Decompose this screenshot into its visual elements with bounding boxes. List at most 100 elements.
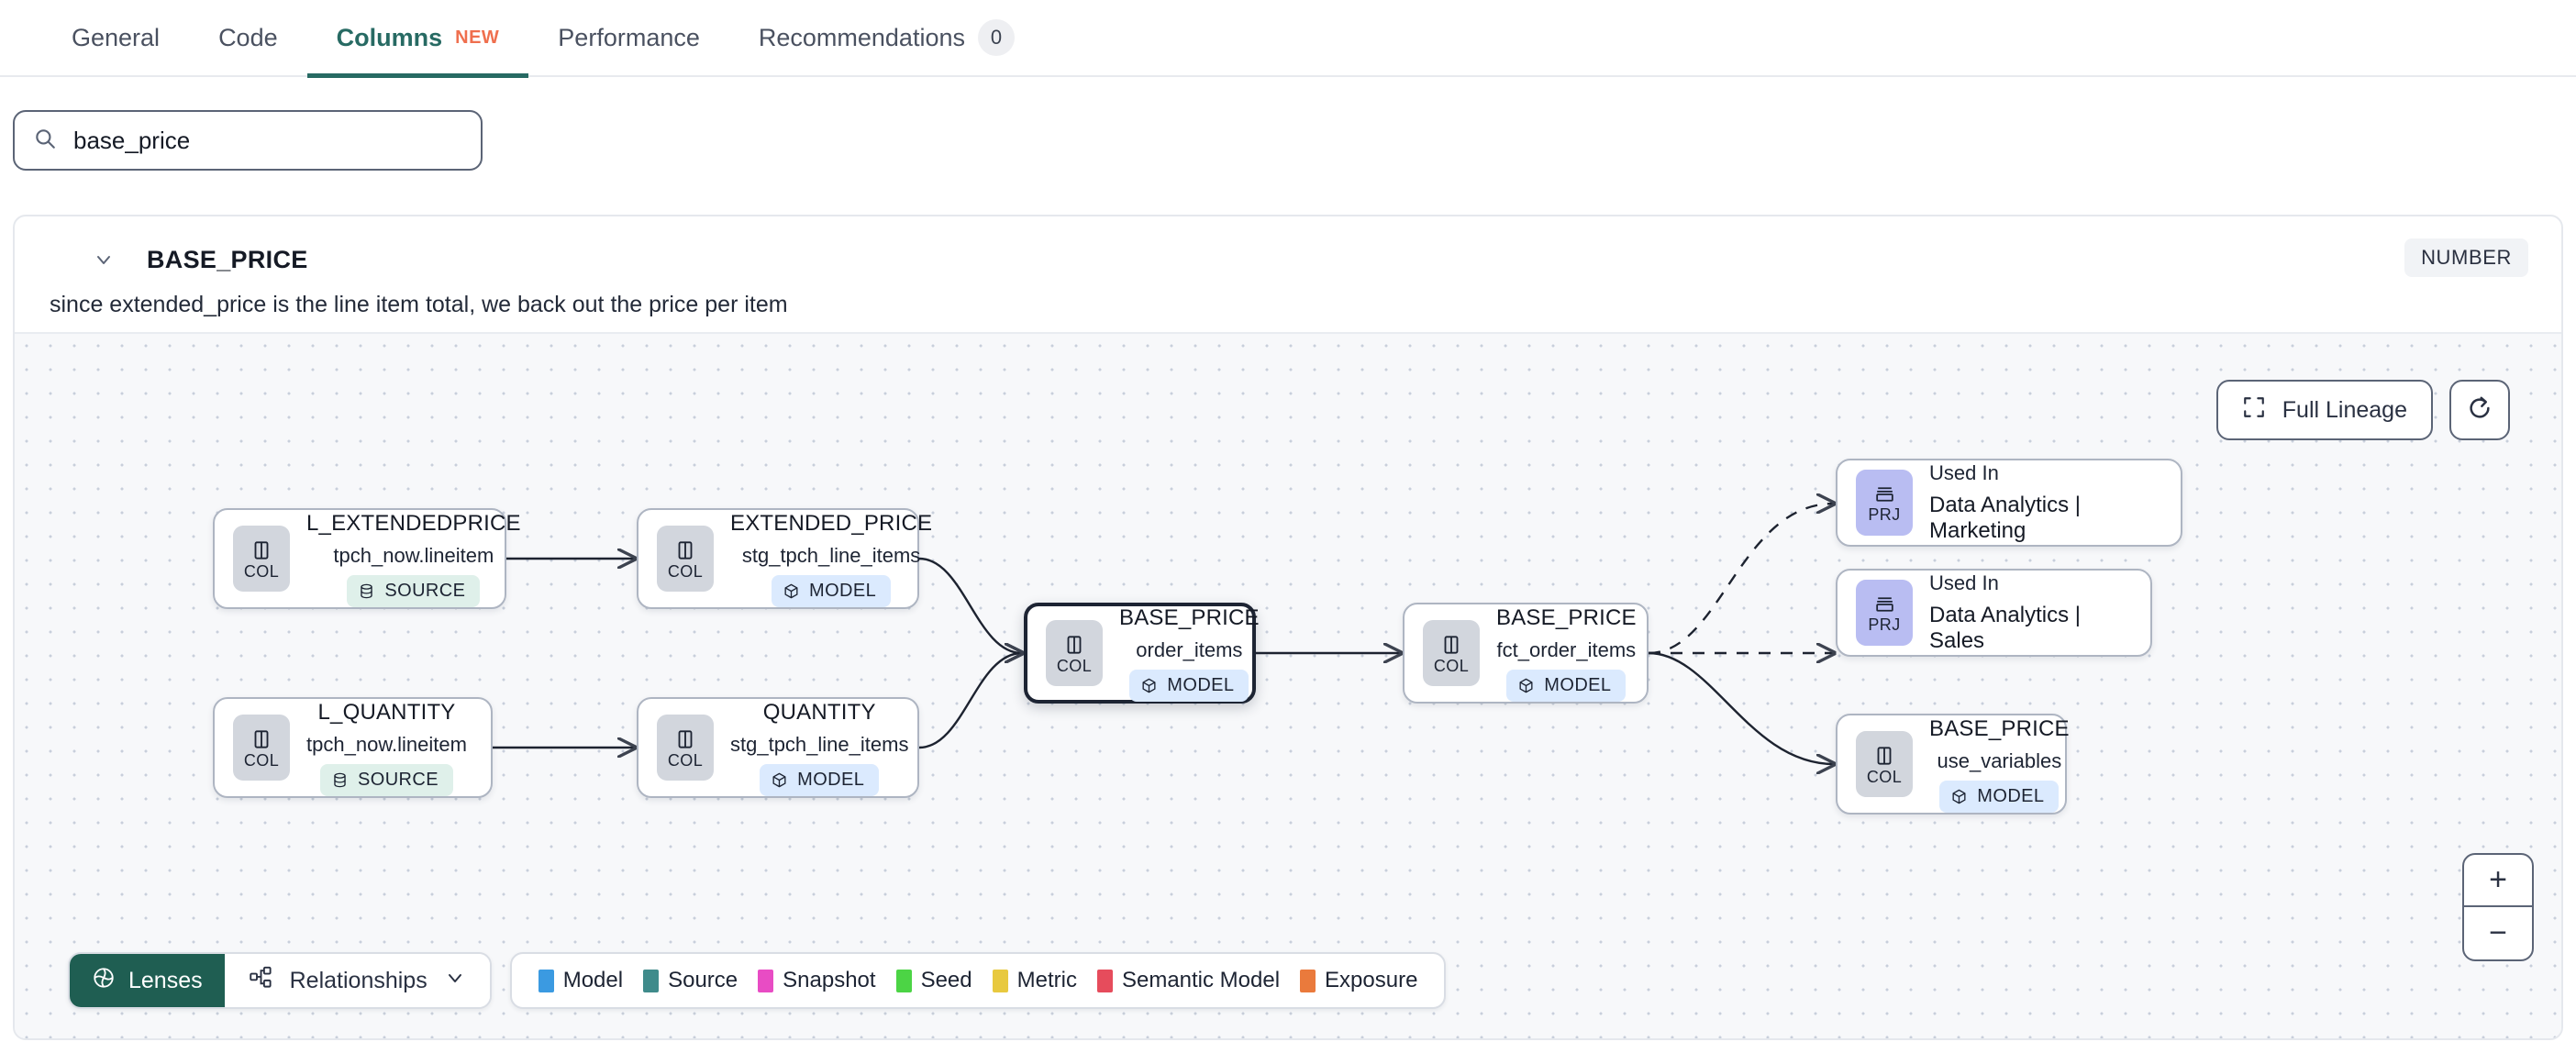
search-box[interactable] <box>13 110 483 171</box>
tab-general[interactable]: General <box>42 0 189 76</box>
legend-item-semantic-model[interactable]: Semantic Model <box>1087 968 1290 993</box>
full-lineage-button[interactable]: Full Lineage <box>2215 380 2433 440</box>
tab-bar: General Code Columns NEW Performance Rec… <box>0 0 2576 78</box>
tab-label: Columns <box>336 23 443 51</box>
node-subtitle: tpch_now.lineitem <box>333 543 494 567</box>
column-header: BASE_PRICE NUMBER since extended_price i… <box>15 216 2561 334</box>
cube-icon <box>1519 678 1533 693</box>
col-badge: COL <box>233 526 290 592</box>
legend-label: Seed <box>920 968 972 992</box>
lineage-node-base-price-fct-order-items[interactable]: COL BASE_PRICE fct_order_items MODEL <box>1403 603 1649 704</box>
refresh-icon <box>2466 394 2493 427</box>
legend-swatch <box>895 969 912 992</box>
node-tag-label: SOURCE <box>384 580 466 601</box>
search-input[interactable] <box>73 126 462 155</box>
node-kind-label: COL <box>667 561 704 581</box>
relationships-button[interactable]: Relationships <box>224 954 490 1007</box>
tab-columns[interactable]: Columns NEW <box>306 0 529 78</box>
lineage-node-base-price-use-variables[interactable]: COL BASE_PRICE use_variables MODEL <box>1836 714 2070 815</box>
legend-label: Exposure <box>1325 968 1418 992</box>
node-tag-model: MODEL <box>1506 669 1627 702</box>
lineage-legend: Model Source Snapshot Seed Metric <box>509 952 1447 1009</box>
lineage-node-extended-price[interactable]: COL EXTENDED_PRICE stg_tpch_line_items M… <box>637 508 932 609</box>
legend-swatch <box>1096 969 1113 992</box>
project-name: Data Analytics | Sales <box>1929 603 2081 653</box>
column-icon <box>678 729 693 748</box>
node-title: L_QUANTITY <box>317 699 456 725</box>
node-subtitle: use_variables <box>1937 748 2062 772</box>
node-body: L_QUANTITY tpch_now.lineitem SOURCE <box>290 700 491 796</box>
legend-item-model[interactable]: Model <box>528 968 633 993</box>
legend-swatch <box>758 969 774 992</box>
legend-label: Semantic Model <box>1121 968 1281 992</box>
lineage-node-project-sales[interactable]: PRJ Used In Data Analytics | Sales <box>1836 569 2152 657</box>
legend-label: Source <box>668 968 738 992</box>
legend-item-source[interactable]: Source <box>633 968 748 993</box>
prj-badge: PRJ <box>1856 580 1913 646</box>
tab-label: Performance <box>558 23 700 51</box>
legend-label: Snapshot <box>783 968 876 992</box>
node-title: BASE_PRICE <box>1929 715 2070 741</box>
recommendations-count-badge: 0 <box>978 19 1015 56</box>
lineage-node-quantity[interactable]: COL QUANTITY stg_tpch_line_items MODEL <box>637 697 919 798</box>
column-icon <box>254 729 269 748</box>
legend-item-snapshot[interactable]: Snapshot <box>748 968 885 993</box>
tab-label: General <box>72 23 161 51</box>
zoom-controls: + − <box>2462 853 2534 961</box>
cube-icon <box>784 583 798 598</box>
node-tag-model: MODEL <box>760 763 880 796</box>
lineage-node-l-extendedprice[interactable]: COL L_EXTENDEDPRICE tpch_now.lineitem SO… <box>213 508 521 609</box>
node-subtitle: stg_tpch_line_items <box>741 543 921 567</box>
node-body: QUANTITY stg_tpch_line_items MODEL <box>714 700 932 796</box>
col-badge: COL <box>1423 620 1480 686</box>
node-kind-label: COL <box>1866 767 1903 786</box>
prj-badge: PRJ <box>1856 470 1913 536</box>
column-description: since extended_price is the line item to… <box>50 292 788 317</box>
cube-icon <box>772 772 786 787</box>
zoom-out-button[interactable]: − <box>2489 915 2507 950</box>
col-badge: COL <box>657 526 714 592</box>
col-badge: COL <box>233 715 290 781</box>
lineage-node-l-quantity[interactable]: COL L_QUANTITY tpch_now.lineitem SOURCE <box>213 697 493 798</box>
node-kind-label: COL <box>243 750 280 770</box>
node-title: BASE_PRICE <box>1119 604 1260 630</box>
node-body: Used In Data Analytics | Marketing <box>1913 461 2181 544</box>
column-icon <box>678 540 693 560</box>
node-tag-label: MODEL <box>1167 674 1235 695</box>
refresh-button[interactable] <box>2449 380 2510 440</box>
node-subtitle: order_items <box>1136 637 1243 661</box>
column-icon <box>254 540 269 560</box>
column-icon <box>1877 746 1892 765</box>
column-detail-panel: BASE_PRICE NUMBER since extended_price i… <box>13 215 2563 1040</box>
expand-icon <box>2242 395 2266 426</box>
node-tag-label: MODEL <box>797 769 865 790</box>
used-in-label: Used In <box>1929 461 1999 484</box>
legend-swatch <box>1300 969 1316 992</box>
tab-recommendations[interactable]: Recommendations 0 <box>729 0 1044 76</box>
node-subtitle: stg_tpch_line_items <box>730 732 909 756</box>
project-icon <box>1875 597 1893 612</box>
tab-performance[interactable]: Performance <box>528 0 729 76</box>
chevron-down-icon[interactable] <box>88 244 119 275</box>
tab-code[interactable]: Code <box>189 0 307 76</box>
lineage-node-base-price-order-items[interactable]: COL BASE_PRICE order_items MODEL <box>1024 603 1260 704</box>
relationships-label: Relationships <box>289 967 427 993</box>
lineage-node-project-marketing[interactable]: PRJ Used In Data Analytics | Marketing <box>1836 459 2182 547</box>
node-tag-label: SOURCE <box>358 769 439 790</box>
aperture-icon <box>92 966 116 996</box>
lineage-canvas[interactable]: COL L_EXTENDEDPRICE tpch_now.lineitem SO… <box>15 332 2561 1038</box>
node-body: BASE_PRICE fct_order_items MODEL <box>1480 605 1660 702</box>
zoom-in-button[interactable]: + <box>2464 855 2532 907</box>
column-icon <box>1444 635 1459 654</box>
lineage-bottom-toolbar: Lenses Relationships <box>68 952 1447 1009</box>
node-kind-label: PRJ <box>1868 505 1901 524</box>
node-kind-label: COL <box>667 750 704 770</box>
legend-label: Metric <box>1016 968 1077 992</box>
legend-item-metric[interactable]: Metric <box>983 968 1087 993</box>
node-title: EXTENDED_PRICE <box>730 510 933 536</box>
new-badge: NEW <box>455 27 500 48</box>
lenses-button[interactable]: Lenses <box>70 954 225 1007</box>
tab-label: Code <box>218 23 278 51</box>
legend-item-seed[interactable]: Seed <box>886 968 983 993</box>
legend-item-exposure[interactable]: Exposure <box>1290 968 1427 993</box>
